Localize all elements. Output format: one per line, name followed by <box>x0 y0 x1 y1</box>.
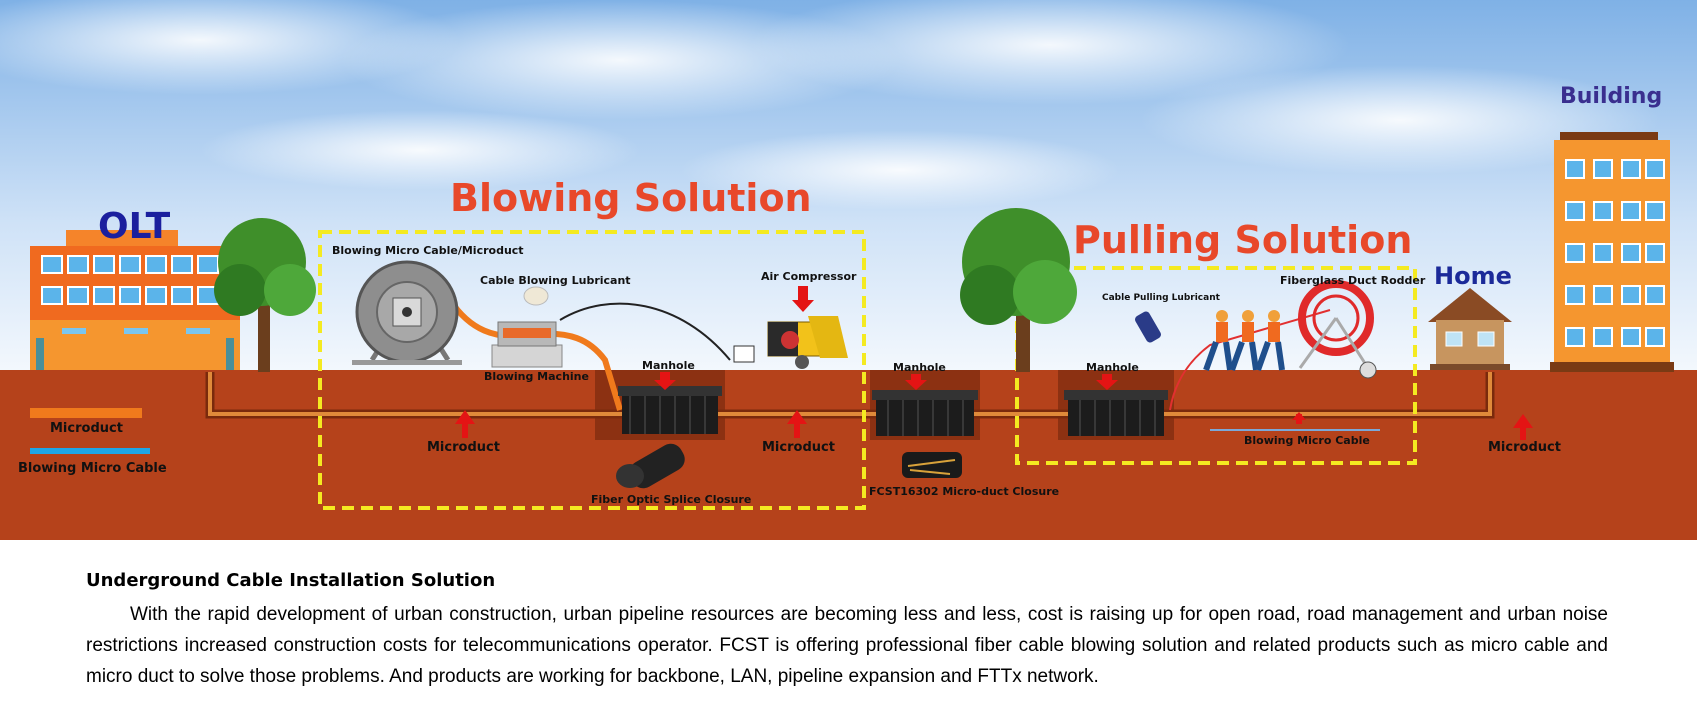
manhole-box-2 <box>872 390 978 436</box>
ground-step-1 <box>725 370 860 410</box>
legend-micro-cable-label: Blowing Micro Cable <box>18 461 167 476</box>
pulling-lubricant-bottle <box>1135 311 1161 343</box>
manhole-box-1 <box>618 386 722 434</box>
description-body: With the rapid development of urban cons… <box>86 604 1608 687</box>
tall-building <box>1550 132 1674 372</box>
label-fiber-optic-splice-closure: Fiber Optic Splice Closure <box>591 493 752 506</box>
blowing-solution-box <box>318 230 866 510</box>
label-blowing-machine: Blowing Machine <box>484 370 589 383</box>
workers <box>1203 310 1285 372</box>
air-hose <box>559 302 731 361</box>
label-cable-blowing-lubricant: Cable Blowing Lubricant <box>480 274 631 287</box>
legend-microduct-swatch <box>30 408 142 418</box>
indicator-arrows <box>455 286 1533 440</box>
microduct-line <box>205 372 1495 419</box>
blowing-machine <box>491 321 563 368</box>
micro-duct-closure <box>902 452 962 478</box>
label-manhole-1: Manhole <box>642 359 695 372</box>
label-microduct-1: Microduct <box>427 440 500 455</box>
tree-left <box>214 218 316 372</box>
label-manhole-3: Manhole <box>1086 361 1139 374</box>
legend-microduct-label: Microduct <box>50 421 123 436</box>
label-air-compressor: Air Compressor <box>761 270 857 283</box>
label-manhole-2: Manhole <box>893 361 946 374</box>
label-cable-pulling-lubricant: Cable Pulling Lubricant <box>1102 293 1220 303</box>
home-house <box>1428 288 1512 370</box>
label-fiberglass-duct-rodder: Fiberglass Duct Rodder <box>1280 274 1426 287</box>
clouds <box>0 0 1660 210</box>
label-microduct-2: Microduct <box>762 440 835 455</box>
olt-building <box>30 230 240 370</box>
label-micro-duct-closure: FCST16302 Micro-duct Closure <box>869 485 1060 498</box>
label-microduct-3: Microduct <box>1488 440 1561 455</box>
label-blowing-micro-cable-microduct: Blowing Micro Cable/Microduct <box>332 244 524 257</box>
pulling-solution-title: Pulling Solution <box>1073 218 1413 262</box>
description-title: Underground Cable Installation Solution <box>86 570 496 591</box>
installation-diagram <box>0 0 1697 540</box>
manhole-box-3 <box>1064 390 1168 436</box>
tree-middle <box>960 208 1077 372</box>
blowing-solution-title: Blowing Solution <box>450 176 812 220</box>
fiberglass-duct-rodder <box>1298 280 1377 379</box>
air-compressor <box>733 316 848 369</box>
description-section: Underground Cable Installation Solution … <box>86 570 1608 692</box>
pulling-cable <box>1169 309 1331 411</box>
cable-reel <box>352 260 462 365</box>
home-label: Home <box>1434 262 1512 290</box>
blowing-lubricant-bottle <box>523 286 549 306</box>
legend-micro-cable-swatch <box>30 448 150 454</box>
fiber-optic-splice-closure <box>616 443 685 489</box>
label-blowing-micro-cable: Blowing Micro Cable <box>1244 434 1370 447</box>
olt-label: OLT <box>98 206 171 247</box>
building-label: Building <box>1560 84 1663 109</box>
